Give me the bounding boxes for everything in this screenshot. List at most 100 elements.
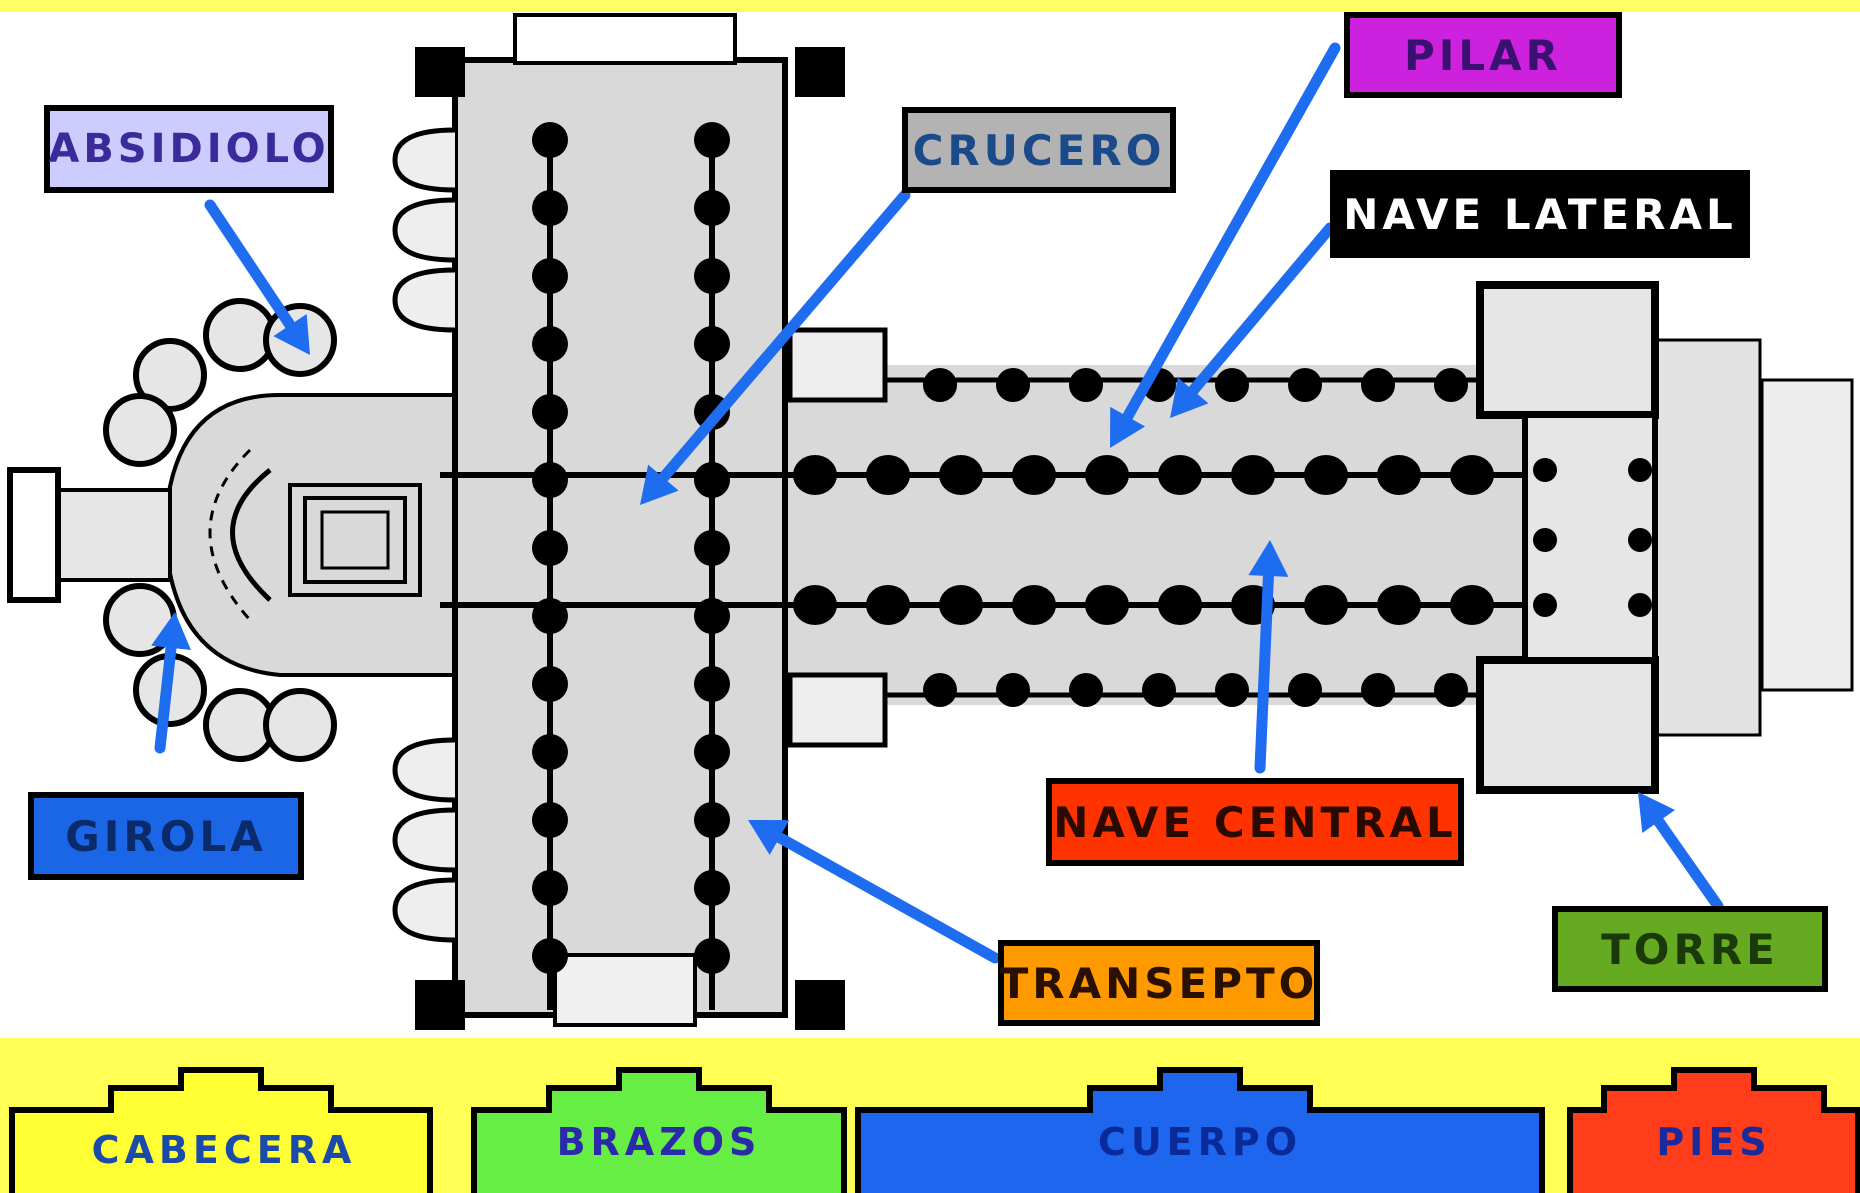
aisle-pillar: [996, 673, 1030, 707]
nave-pillar: [1304, 585, 1348, 625]
transept-chapel: [392, 127, 456, 193]
transept-pillar: [532, 598, 568, 634]
section-pies-label: PIES: [1656, 1120, 1772, 1164]
label-transepto-text: TRANSEPTO: [999, 958, 1319, 1008]
aisles-area: [885, 365, 1545, 705]
transept-pillar: [694, 530, 730, 566]
transept-pillar: [694, 938, 730, 974]
nave-pillar: [1158, 585, 1202, 625]
porch-area: [1648, 338, 1762, 737]
nave-pillar: [793, 585, 837, 625]
axial-chapel: [48, 488, 172, 582]
label-nave-lateral: NAVE LATERAL: [1330, 170, 1750, 258]
stair-south: [787, 672, 888, 748]
section-cuerpo-label: CUERPO: [1097, 1120, 1303, 1164]
corner-buttress: [795, 980, 845, 1030]
south-portal: [553, 953, 697, 1027]
label-pilar: PILAR: [1344, 12, 1622, 98]
corner-buttress: [415, 980, 465, 1030]
aisle-pillar: [1434, 673, 1468, 707]
arrow-crucero-head: [640, 464, 679, 505]
nave-pillar: [1231, 455, 1275, 495]
narthex-pillar: [1533, 593, 1557, 617]
ambulatory-inner: [208, 448, 252, 621]
north-tower: [1476, 281, 1659, 419]
transept-chapel: [392, 877, 456, 943]
transept-pillar: [532, 258, 568, 294]
aisle-pillar: [1288, 673, 1322, 707]
section-pies: [1567, 1067, 1860, 1193]
aisle-pillar: [1069, 673, 1103, 707]
aisle-pillar: [923, 673, 957, 707]
aisle-pillar: [1361, 368, 1395, 402]
altar-inner: [320, 510, 390, 570]
axial-chapel-end: [7, 467, 61, 603]
transept-pillar: [532, 122, 568, 158]
label-nave-central: NAVE CENTRAL: [1046, 778, 1464, 866]
transept-pillar: [532, 734, 568, 770]
aisle-pillar: [1069, 368, 1103, 402]
label-girola: GIROLA: [28, 792, 304, 880]
transept-chapel: [392, 807, 456, 873]
label-crucero-text: CRUCERO: [912, 125, 1166, 175]
transept-chapel: [392, 737, 456, 803]
nave-pillar: [939, 585, 983, 625]
label-girola-text: GIROLA: [65, 811, 267, 861]
stair-north: [787, 327, 888, 403]
transept-pillar: [532, 530, 568, 566]
label-crucero: CRUCERO: [902, 107, 1176, 193]
section-cuerpo: [855, 1067, 1545, 1193]
arrow-pilar: [1122, 42, 1341, 423]
narthex-pillar: [1533, 458, 1557, 482]
nave-pillar: [866, 455, 910, 495]
transept-pillar: [532, 462, 568, 498]
section-brazos: [471, 1067, 847, 1193]
transept-pillar: [532, 326, 568, 362]
arrow-nave-lateral-head: [1170, 377, 1209, 418]
narthex-pillar: [1628, 593, 1652, 617]
transept-pillar: [694, 666, 730, 702]
nave-pillar: [1012, 455, 1056, 495]
nave-pillar: [1158, 455, 1202, 495]
label-absidiolo: ABSIDIOLO: [44, 105, 334, 193]
transept-pillar: [694, 462, 730, 498]
transept-pillar: [694, 326, 730, 362]
nave-pillar: [1377, 585, 1421, 625]
aisle-pillar: [1361, 673, 1395, 707]
transept-pillar: [532, 190, 568, 226]
arrow-pilar-head: [1110, 406, 1146, 448]
altar-mid: [303, 496, 407, 584]
top-band: [0, 0, 1860, 12]
radiating-chapel: [263, 688, 337, 762]
arrow-absidiolo: [204, 199, 296, 331]
transept-pillar: [532, 870, 568, 906]
nave-pillar: [1012, 585, 1056, 625]
nave-pillar: [1450, 585, 1494, 625]
arrow-torre: [1653, 815, 1724, 912]
arrow-girola-head: [151, 612, 191, 650]
arrow-girola: [154, 642, 177, 754]
aisle-pillar: [1142, 673, 1176, 707]
arrow-nave-lateral: [1187, 222, 1336, 396]
steps-area: [1760, 378, 1854, 692]
narthex-pillar: [1628, 528, 1652, 552]
transept-pillar: [694, 190, 730, 226]
label-torre: TORRE: [1552, 906, 1828, 992]
transept-pillar: [532, 802, 568, 838]
altar-outer: [288, 483, 422, 597]
transept-pillar: [532, 938, 568, 974]
label-nave-lateral-text: NAVE LATERAL: [1343, 189, 1737, 239]
transept-chapel: [392, 267, 456, 333]
arrow-torre-head: [1638, 792, 1676, 833]
transept-pillar: [694, 734, 730, 770]
nave-pillar: [793, 455, 837, 495]
aisle-pillar: [923, 368, 957, 402]
nave-pillar: [866, 585, 910, 625]
nave-pillar: [1450, 455, 1494, 495]
aisle-pillar: [1215, 368, 1249, 402]
section-brazos-label: BRAZOS: [556, 1120, 762, 1164]
aisle-pillar: [1215, 673, 1249, 707]
nave-pillar: [1085, 455, 1129, 495]
